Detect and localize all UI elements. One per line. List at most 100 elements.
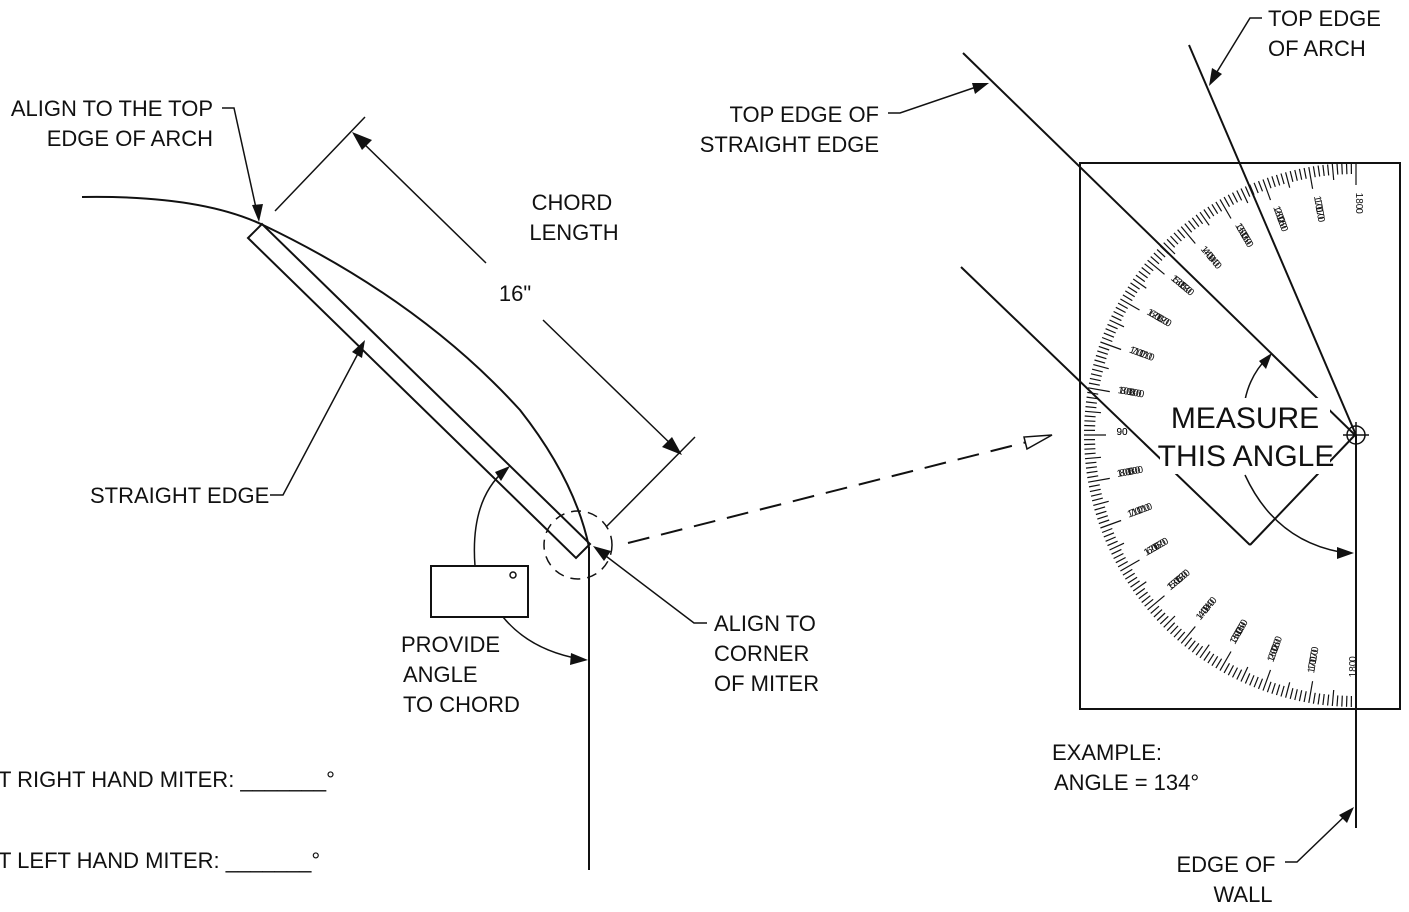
angle-gauge-box <box>431 566 528 617</box>
protractor-tick <box>1154 253 1162 260</box>
protractor-tick <box>1212 656 1218 665</box>
protractor-tick <box>1085 453 1096 454</box>
label-top-arch-1: TOP EDGE <box>1268 6 1381 31</box>
protractor-number-inner: 0 <box>1353 208 1364 214</box>
leader-straight-edge <box>270 346 362 495</box>
projection-arrow <box>1024 435 1052 449</box>
protractor-tick <box>1139 592 1148 599</box>
miter-corner-circle <box>544 511 612 579</box>
protractor-tick <box>1237 670 1242 680</box>
protractor-tick <box>1323 165 1324 176</box>
protractor-tick <box>1102 338 1112 342</box>
protractor-tick <box>1220 199 1231 218</box>
protractor-tick <box>1185 638 1192 647</box>
angle-arc-lower-arrow <box>570 653 588 665</box>
protractor-tick <box>1228 195 1233 205</box>
protractor-tick <box>1123 295 1132 301</box>
protractor-tick <box>1220 652 1231 671</box>
protractor-tick <box>1116 558 1126 563</box>
protractor-tick <box>1095 360 1106 363</box>
leader-edge-of-wall-arrow <box>1339 807 1354 823</box>
protractor-tick <box>1114 554 1124 559</box>
protractor-tick <box>1154 610 1162 617</box>
protractor-tick <box>1091 494 1102 497</box>
label-right-miter: T RIGHT HAND MITER: _______° <box>0 767 335 792</box>
protractor-tick <box>1167 239 1175 247</box>
protractor-tick <box>1133 582 1146 591</box>
protractor-tick <box>1120 299 1139 310</box>
protractor-tick <box>1106 537 1116 541</box>
protractor-tick <box>1286 682 1290 697</box>
protractor-tick <box>1118 303 1128 308</box>
chord-arrow-bottom <box>662 437 682 455</box>
protractor-tick <box>1318 694 1320 705</box>
protractor-tick <box>1192 643 1199 652</box>
label-example-2: ANGLE = 134° <box>1054 770 1199 795</box>
protractor-tick <box>1192 218 1199 227</box>
protractor-tick <box>1151 257 1159 264</box>
protractor-tick <box>1114 312 1124 317</box>
protractor-tick <box>1200 212 1209 225</box>
protractor-tick <box>1136 275 1145 282</box>
protractor-tick <box>1106 329 1116 333</box>
protractor-tick <box>1157 613 1165 621</box>
protractor-tick <box>1295 689 1298 700</box>
protractor-tick <box>1216 202 1222 211</box>
protractor-tick <box>1084 449 1095 450</box>
label-corner-2: CORNER <box>714 641 809 666</box>
protractor-tick <box>1164 243 1175 254</box>
label-provide-1: PROVIDE <box>401 632 500 657</box>
protractor-tick <box>1299 169 1301 180</box>
protractor-tick <box>1086 462 1097 463</box>
protractor-tick <box>1250 675 1254 685</box>
leader-top-arch-arrow <box>1209 68 1222 86</box>
protractor-tick <box>1332 690 1333 706</box>
angle-gauge-pivot <box>510 572 516 578</box>
protractor-tick <box>1171 236 1179 244</box>
protractor-tick <box>1267 178 1271 188</box>
protractor-number-inner: 0 <box>1348 656 1359 662</box>
label-wall-2: WALL <box>1213 882 1272 907</box>
protractor-tick <box>1095 507 1106 510</box>
protractor-tick <box>1254 183 1258 193</box>
protractor-tick <box>1299 690 1301 701</box>
protractor-tick <box>1091 374 1102 377</box>
protractor-tick <box>1133 279 1146 288</box>
protractor-tick <box>1196 646 1203 655</box>
protractor-tick <box>1290 688 1293 699</box>
protractor-tick <box>1313 166 1315 177</box>
protractor-tick <box>1112 316 1122 321</box>
label-chord-2: LENGTH <box>529 220 618 245</box>
protractor-tick <box>1212 204 1218 213</box>
protractor-tick <box>1208 207 1214 216</box>
protractor-tick <box>1171 626 1179 634</box>
protractor-tick <box>1185 224 1192 233</box>
protractor-tick <box>1342 163 1343 174</box>
straight-edge-top-line <box>963 53 1355 435</box>
protractor-tick <box>1145 264 1154 271</box>
protractor-tick <box>1254 677 1258 687</box>
protractor-tick <box>1090 378 1101 380</box>
label-top-se-1: TOP EDGE OF <box>729 102 879 127</box>
projection-dashed-line <box>628 440 1035 543</box>
protractor-tick <box>1178 632 1185 640</box>
protractor-tick <box>1267 682 1271 692</box>
protractor-tick <box>1281 174 1284 185</box>
protractor-tick <box>1139 271 1148 278</box>
label-measure-1: MEASURE <box>1171 402 1319 435</box>
protractor-tick <box>1092 498 1103 501</box>
protractor-tick <box>1164 616 1175 627</box>
leader-edge-of-wall <box>1285 812 1349 862</box>
label-chord-1: CHORD <box>532 190 613 215</box>
protractor-tick <box>1089 383 1100 385</box>
protractor-tick <box>1096 356 1107 359</box>
label-wall-1: EDGE OF <box>1176 852 1275 877</box>
protractor-tick <box>1295 170 1298 181</box>
protractor-tick <box>1108 541 1118 545</box>
protractor-number: 180 <box>1348 660 1359 677</box>
protractor-tick <box>1181 227 1195 244</box>
protractor-tick <box>1167 623 1175 631</box>
protractor-tick <box>1304 691 1306 702</box>
label-top-se-2: STRAIGHT EDGE <box>700 132 879 157</box>
protractor-tick <box>1224 197 1229 207</box>
